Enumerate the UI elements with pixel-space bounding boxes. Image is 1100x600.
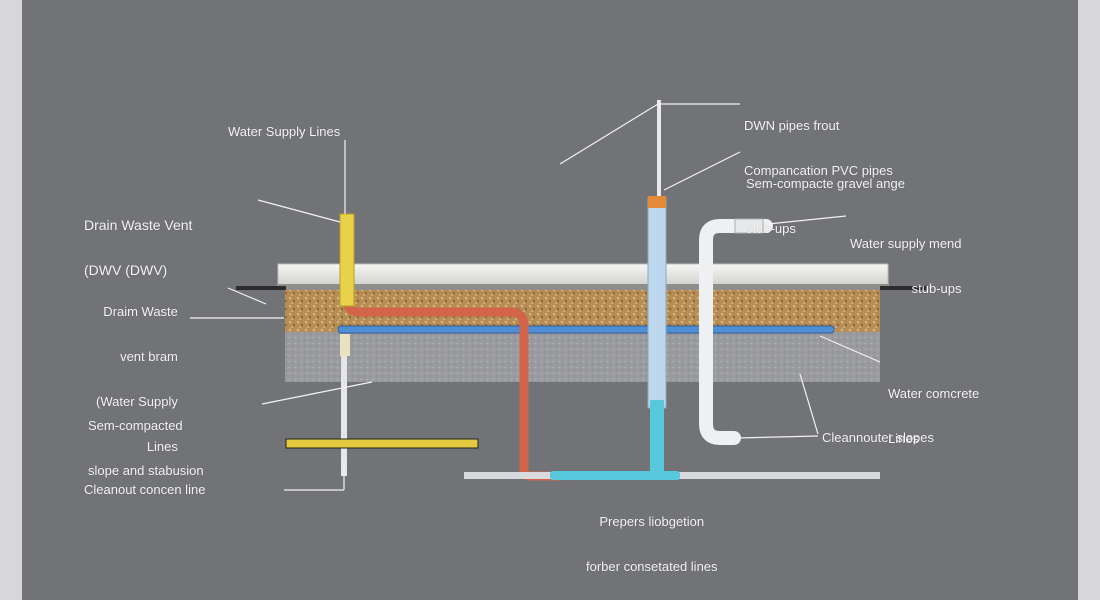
- label-water-concrete-lines-line2: Lines: [888, 431, 920, 446]
- pvc-cleanout-pipe: [699, 219, 773, 445]
- slab-layer: [277, 263, 889, 287]
- label-semi-compacted-slope-line1: Sem-compacted: [88, 418, 183, 433]
- dwv-riser: [647, 197, 667, 409]
- label-dwn-pipes: DWN pipes frout Compancation PVC pipes: [744, 88, 893, 193]
- label-dwn-pipes-line2: Compancation PVC pipes: [744, 163, 893, 178]
- label-semi-compacte-gravel-line2: stub-ups: [746, 221, 796, 236]
- label-prepers-liobgetion-line1: Prepers liobgetion: [599, 514, 705, 529]
- label-drain-waste-vent-bram-line1: Draim Waste: [103, 304, 178, 319]
- label-semi-compacte-gravel-line1: Sem-compacte gravel ange: [746, 176, 905, 191]
- label-drain-waste-vent-bram-line3: (Water Supply: [96, 394, 178, 409]
- slab-edge: [278, 284, 888, 290]
- vent-rod: [657, 100, 661, 196]
- label-cleanout-concen-line: Cleanout concen line: [84, 482, 206, 497]
- right-flange: [880, 286, 926, 290]
- label-drain-waste-vent-line1: Drain Waste Vent: [84, 217, 193, 233]
- label-dwn-pipes-line1: DWN pipes frout: [744, 118, 840, 133]
- vent-pipe: [339, 213, 355, 307]
- dwv-collar: [648, 196, 666, 208]
- label-water-concrete-lines-line1: Water comcrete: [888, 386, 980, 401]
- label-prepers-liobgetion: Prepers liobgetion forber consetated lin…: [586, 484, 718, 589]
- label-water-concrete-lines: Water comcrete Lines: [888, 356, 979, 461]
- label-drain-waste-vent-bram-line2: vent bram: [120, 349, 178, 364]
- label-cleanout-slopes: Cleannouter slopes: [822, 430, 935, 445]
- pvc-cap: [734, 218, 764, 234]
- label-drain-waste-vent-line2: (DWV (DWV): [84, 262, 168, 278]
- supply-line-horizontal: [337, 325, 835, 334]
- label-water-supply-mend: Water supply mend stub-ups: [850, 206, 962, 311]
- label-semi-compacted-slope: Sem-compacted slope and stabusion: [88, 388, 204, 493]
- label-prepers-liobgetion-line2: forber consetated lines: [586, 559, 718, 574]
- left-flange: [236, 286, 286, 290]
- label-drain-waste-vent: Drain Waste Vent (DWV (DWV): [84, 188, 192, 293]
- label-water-supply-lines: Water Supply Lines: [228, 124, 341, 139]
- label-semi-compacte-gravel: Sem-compacte gravel ange stub-ups: [746, 146, 905, 251]
- label-water-supply-mend-line1: Water supply mend: [850, 236, 962, 251]
- dwv-riser-lower: [650, 400, 664, 476]
- cleanout-riser-left: [341, 356, 347, 476]
- tape-measure: [285, 438, 479, 449]
- vent-pipe-lower: [340, 334, 350, 356]
- leader-lines: [190, 100, 881, 491]
- bottom-cyan-pipe: [550, 471, 680, 480]
- label-semi-compacted-slope-line2: slope and stabusion: [88, 463, 204, 478]
- concrete-layer: [285, 332, 880, 382]
- label-water-supply-mend-line2: stub-ups: [911, 281, 962, 296]
- label-drain-waste-vent-bram-line4: Lines: [146, 439, 178, 454]
- label-drain-waste-vent-bram: Draim Waste vent bram (Water Supply Line…: [96, 274, 178, 469]
